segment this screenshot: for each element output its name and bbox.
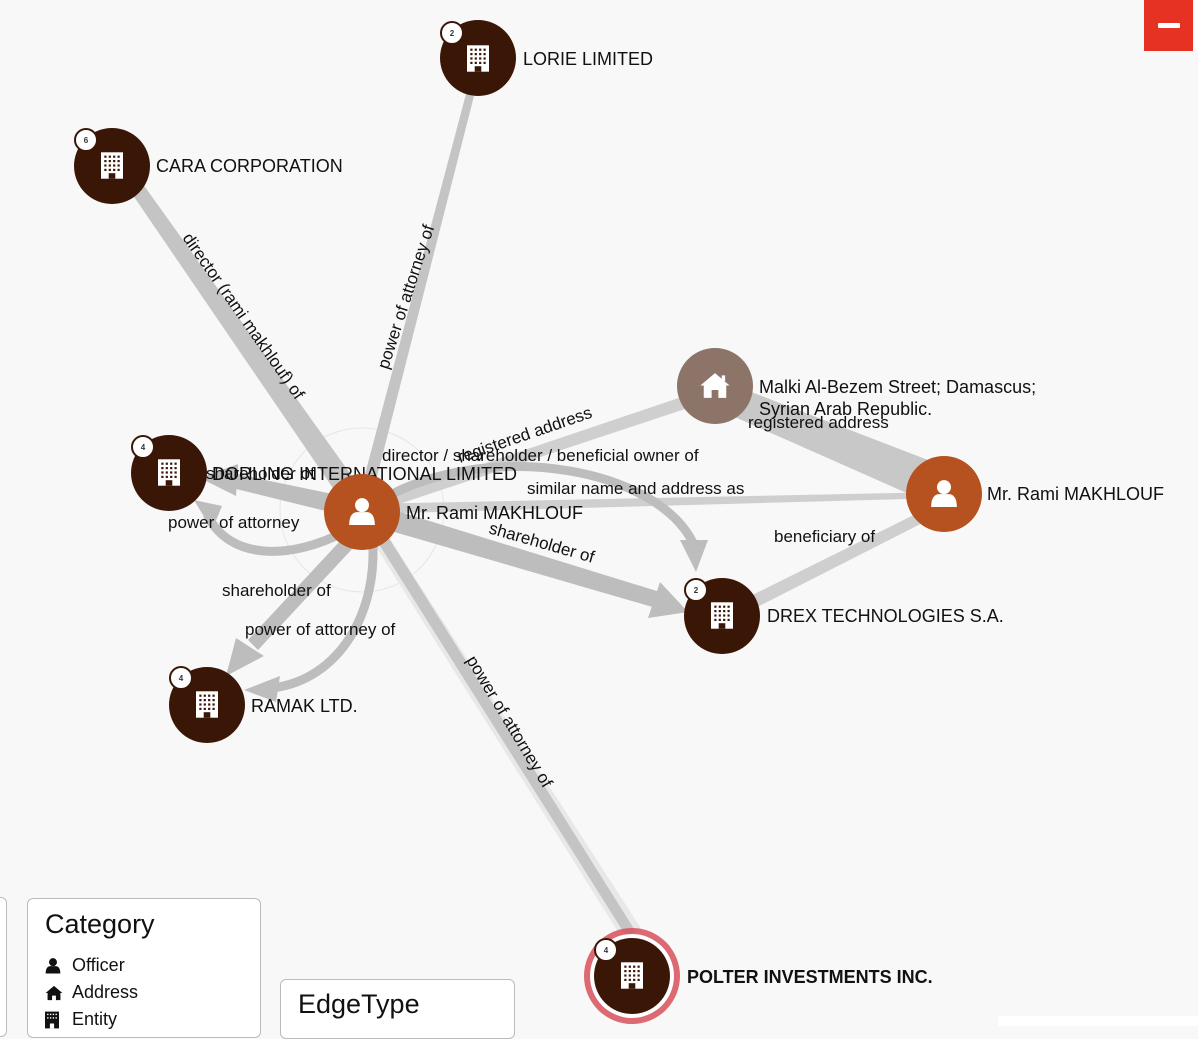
edge-director-cara[interactable]	[128, 180, 372, 516]
person-icon	[45, 957, 72, 974]
edge-label-similar-name: similar name and address as	[527, 479, 744, 498]
edge-label-shareholder-ramak: shareholder of	[222, 581, 331, 600]
node-lorie-limited[interactable]: 2 LORIE LIMITED	[440, 20, 653, 96]
edge-registered-address-center[interactable]	[362, 386, 718, 515]
svg-text:4: 4	[604, 946, 609, 955]
node-label: LORIE LIMITED	[523, 49, 653, 69]
arrow-power-of-attorney-dorling	[194, 500, 222, 530]
edge-registered-address-right[interactable]	[710, 380, 954, 506]
legend-panel-partial	[0, 897, 7, 1037]
svg-text:4: 4	[141, 443, 146, 452]
legend-item-label: Officer	[72, 955, 125, 975]
node-dorling-international[interactable]: 4 DORLING INTERNATIONAL LIMITED	[131, 435, 517, 511]
edge-label-power-of-attorney-polter: power of attorney of	[463, 652, 557, 791]
node-cara-corporation[interactable]: 6 CARA CORPORATION	[74, 128, 343, 204]
badge	[684, 578, 708, 602]
home-icon	[45, 985, 72, 1001]
edge-label-shareholder-dorling: shareholder of	[206, 464, 315, 483]
legend-title: EdgeType	[298, 989, 420, 1019]
badge	[594, 938, 618, 962]
badge	[169, 666, 193, 690]
edge-beneficiary-drex[interactable]	[718, 500, 948, 624]
node-rami-makhlouf-center[interactable]: Mr. Rami MAKHLOUF	[324, 474, 583, 550]
edge-label-beneficiary-drex: beneficiary of	[774, 527, 875, 546]
edge-shareholder-drex[interactable]	[360, 502, 660, 608]
svg-text:4: 4	[179, 674, 184, 683]
arrow-power-of-attorney-ramak	[244, 676, 280, 702]
legend-edgetype: EdgeType	[280, 979, 515, 1039]
svg-text:2: 2	[450, 29, 455, 38]
arrow-shareholder-dorling	[200, 464, 238, 496]
edge-power-of-attorney-polter[interactable]	[360, 508, 636, 936]
edge-label-director-shareholder-drex: director / shareholder / beneficial owne…	[382, 446, 699, 465]
bottom-panel-edge	[998, 1016, 1198, 1026]
legend-item-entity[interactable]: Entity	[45, 1006, 260, 1033]
node-label-line1: Malki Al-Bezem Street; Damascus;	[759, 377, 1036, 397]
node-label: DREX TECHNOLOGIES S.A.	[767, 606, 1004, 626]
arrow-shareholder-drex	[648, 582, 688, 618]
building-icon	[45, 1011, 72, 1029]
node-ramak-ltd[interactable]: 4 RAMAK LTD.	[169, 666, 358, 743]
edge-director-shareholder-drex[interactable]	[387, 461, 699, 550]
edge-label-director-cara: director (rami makhlouf) of	[179, 229, 309, 403]
node-label: RAMAK LTD.	[251, 696, 358, 716]
edge-power-of-attorney-dorling[interactable]	[203, 511, 349, 556]
edge-power-of-attorney-lorie[interactable]	[356, 94, 474, 512]
minus-icon	[1157, 23, 1180, 28]
node-label: Mr. Rami MAKHLOUF	[406, 503, 583, 523]
legend-item-officer[interactable]: Officer	[45, 952, 260, 979]
edge-label-power-of-attorney-ramak: power of attorney of	[245, 620, 396, 639]
arrow-director-shareholder-drex	[680, 540, 708, 572]
svg-text:6: 6	[84, 136, 89, 145]
svg-text:2: 2	[694, 586, 699, 595]
edge-power-of-attorney-ramak[interactable]	[267, 529, 378, 693]
node-label-line2: Syrian Arab Republic.	[759, 399, 932, 419]
node-polter-investments[interactable]: 4 POLTER INVESTMENTS INC.	[584, 928, 933, 1024]
node-drex-technologies[interactable]: 2 DREX TECHNOLOGIES S.A.	[684, 578, 1004, 654]
arrow-shareholder-ramak	[226, 638, 264, 676]
node-malki-address[interactable]: Malki Al-Bezem Street; Damascus; Syrian …	[677, 348, 1036, 424]
edge-label-power-of-attorney-dorling: power of attorney	[168, 513, 300, 532]
legend-title: Category	[45, 909, 155, 939]
node-label: CARA CORPORATION	[156, 156, 343, 176]
edge-label-registered-address-right: registered address	[748, 413, 889, 432]
badge	[74, 128, 98, 152]
legend-item-label: Address	[72, 982, 139, 1002]
legend-item-label: Entity	[72, 1009, 118, 1029]
legend-item-address[interactable]: Address	[45, 979, 260, 1006]
node-rami-makhlouf-right[interactable]: Mr. Rami MAKHLOUF	[906, 456, 1164, 532]
legend-category: Category Officer Address Entity	[27, 898, 261, 1038]
node-label: POLTER INVESTMENTS INC.	[687, 967, 933, 987]
node-label: DORLING INTERNATIONAL LIMITED	[212, 464, 517, 484]
edge-shareholder-ramak[interactable]	[248, 525, 367, 650]
edge-shareholder-dorling[interactable]	[232, 474, 352, 516]
badge	[131, 435, 155, 459]
edge-strip	[1194, 0, 1198, 51]
minimize-button[interactable]	[1144, 0, 1193, 51]
node-label: Mr. Rami MAKHLOUF	[987, 484, 1164, 504]
badge	[440, 21, 464, 45]
